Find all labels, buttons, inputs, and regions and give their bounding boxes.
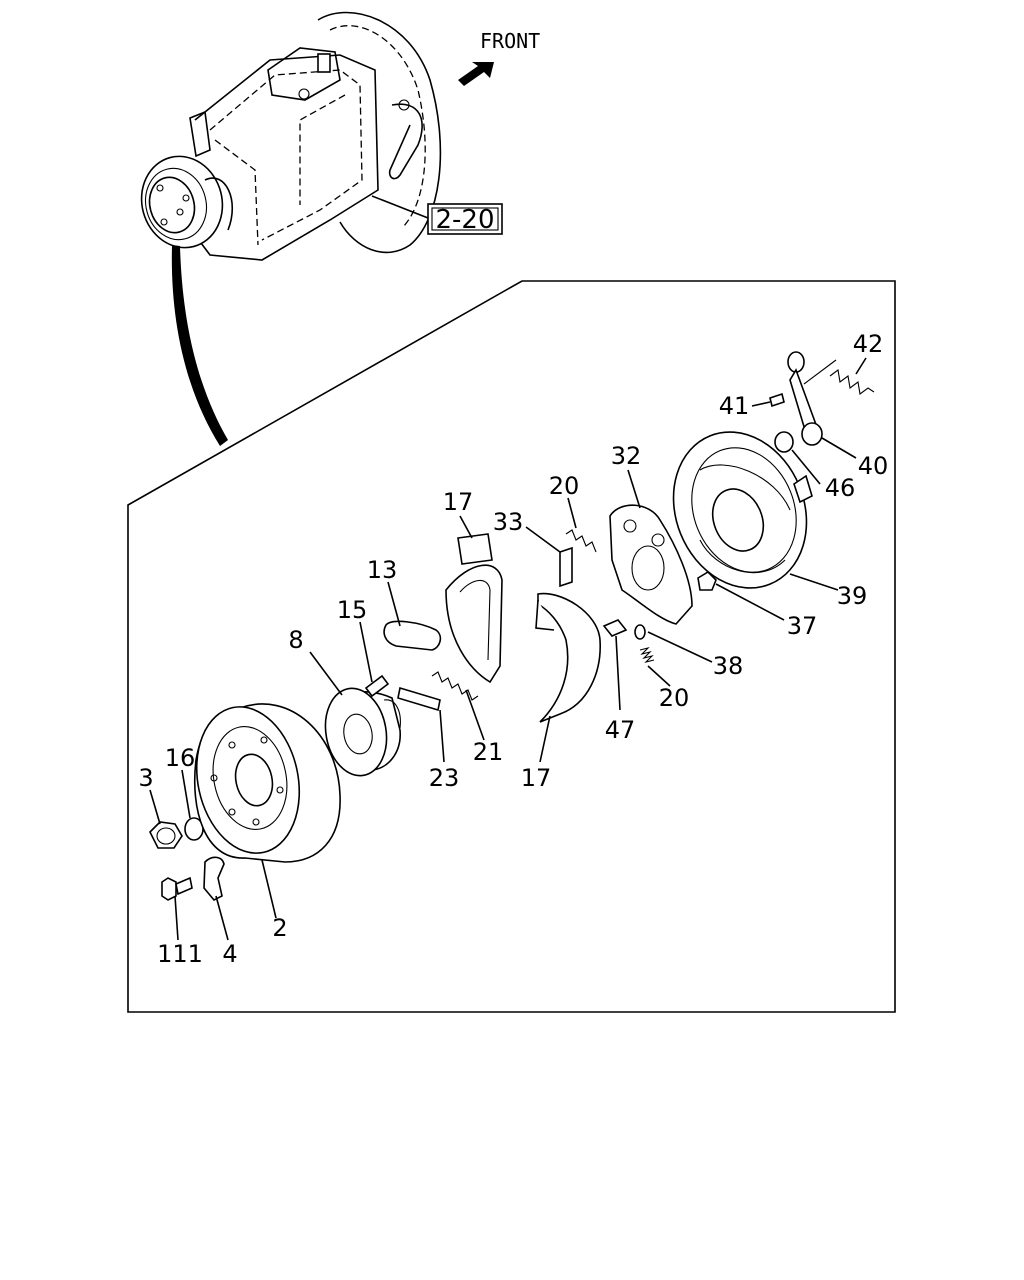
callout-39: 39 (837, 582, 868, 610)
detail-connector-band (171, 245, 228, 446)
part-spring-42 (829, 369, 875, 395)
part-bolt-47 (602, 619, 628, 637)
callout-33: 33 (493, 508, 524, 536)
callout-42: 42 (853, 330, 884, 358)
part-brake-shoe-lower (535, 592, 601, 723)
part-washer-46 (774, 431, 794, 453)
callout-32: 32 (611, 442, 642, 470)
front-label: FRONT (480, 29, 540, 53)
callout-3: 3 (138, 764, 153, 792)
callout-16: 16 (165, 744, 196, 772)
part-bracket (203, 856, 225, 901)
callout-23: 23 (429, 764, 460, 792)
callout-13: 13 (367, 556, 398, 584)
part-washer (634, 624, 646, 640)
part-spring-upper (431, 671, 479, 701)
callout-47: 47 (605, 716, 636, 744)
callout-8: 8 (288, 626, 303, 654)
front-indicator: FRONT (458, 29, 540, 86)
reference-box: 2-20 (427, 203, 503, 235)
detail-frame (127, 280, 896, 1013)
part-nut (149, 821, 183, 849)
transmission-assembly (140, 11, 442, 261)
callout-38: 38 (713, 652, 744, 680)
leader-lines (149, 357, 867, 941)
part-pin-41 (769, 392, 785, 408)
reference-label: 2-20 (435, 205, 494, 235)
part-brake-shoe-upper (445, 533, 503, 684)
callout-labels: 3 16 111 4 2 8 15 13 17 17 21 23 33 20 2… (138, 330, 888, 968)
callout-4: 4 (222, 940, 237, 968)
part-spring-return-upper (565, 529, 597, 553)
part-brake-drum (193, 703, 341, 863)
callout-40: 40 (858, 452, 889, 480)
callout-17-upper: 17 (443, 488, 474, 516)
callout-2: 2 (272, 914, 287, 942)
callout-111: 111 (157, 940, 203, 968)
callout-21: 21 (473, 738, 504, 766)
callout-37: 37 (787, 612, 818, 640)
callout-17-lower: 17 (521, 764, 552, 792)
front-arrow-icon (458, 62, 494, 86)
part-backing-plate (672, 431, 813, 589)
part-spring-return-lower (639, 646, 655, 664)
part-nut-37 (697, 570, 717, 591)
part-stud (364, 674, 390, 698)
part-link-plate (383, 620, 442, 651)
callout-41: 41 (719, 392, 750, 420)
callout-20-upper: 20 (549, 472, 580, 500)
part-lever (787, 351, 837, 446)
part-pin (397, 686, 441, 712)
callout-46: 46 (825, 474, 856, 502)
part-companion-flange (324, 687, 401, 777)
callout-15: 15 (337, 596, 368, 624)
part-bolt (161, 876, 193, 901)
part-anchor-pin (559, 546, 573, 588)
callout-20-lower: 20 (659, 684, 690, 712)
